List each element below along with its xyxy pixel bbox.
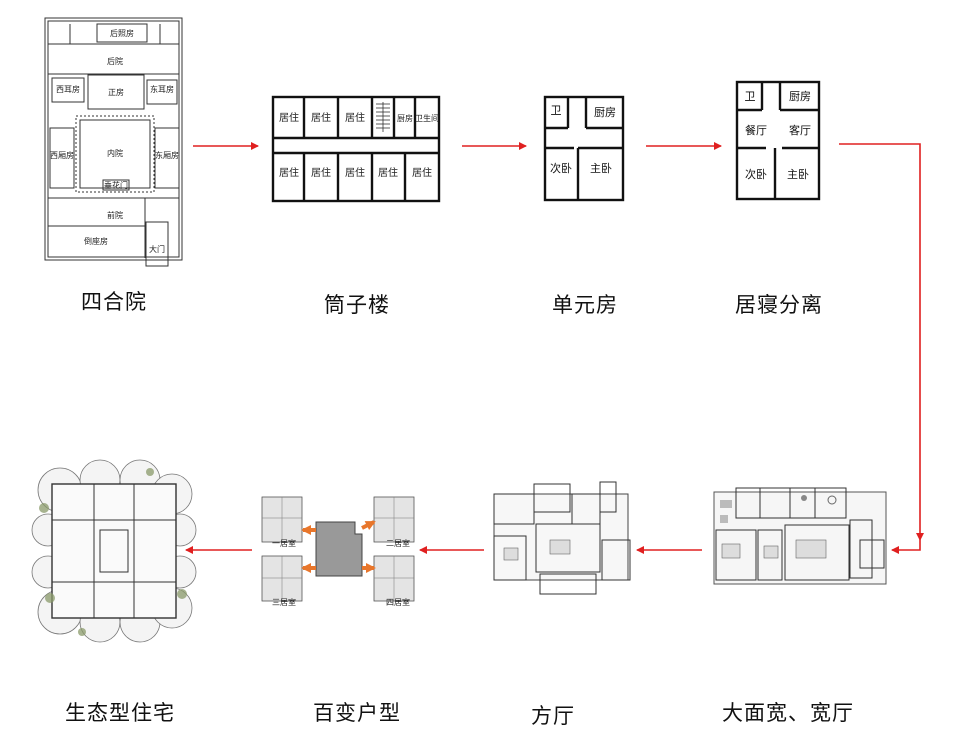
room-label: 居住 xyxy=(279,166,299,179)
stage-label-juqinfenli: 居寝分离 xyxy=(735,293,823,317)
flow-arrow xyxy=(891,540,921,554)
siheyuan-plan: 后照房 后院 西耳房 正房 东耳房 西厢房 内院 东厢房 垂花门 前院 倒座房 … xyxy=(44,17,183,267)
room-label: 西耳房 xyxy=(56,84,80,94)
room-label: 前院 xyxy=(107,210,123,220)
flow-arrow xyxy=(839,143,924,541)
stage-label-tongzilou: 筒子楼 xyxy=(324,293,390,317)
room-label: 垂花门 xyxy=(104,180,128,190)
tongzilou-plan: 居住 居住 居住 厨房 卫生间 居住 居住 居住 居住 居住 xyxy=(271,95,441,203)
room-label: 东厢房 xyxy=(155,150,179,160)
room-label: 居住 xyxy=(378,166,398,179)
juqinfenli-plan: 卫 厨房 餐厅 客厅 次卧 主卧 xyxy=(735,80,821,201)
stage-label-baibianhuxing: 百变户型 xyxy=(313,701,401,725)
room-label: 餐厅 xyxy=(745,123,767,137)
room-label: 居住 xyxy=(345,166,365,179)
fangting-plan xyxy=(493,481,631,595)
room-label: 居住 xyxy=(311,111,331,124)
room-label: 卫 xyxy=(551,104,562,117)
variant-label: 三居室 xyxy=(272,597,296,607)
baibianhuxing-plan: 一居室 二居室 三居室 四居室 xyxy=(261,496,415,607)
room-label: 厨房 xyxy=(397,113,413,123)
damiankuan-plan xyxy=(713,487,887,585)
room-label: 居住 xyxy=(412,166,432,179)
room-label: 次卧 xyxy=(550,161,572,175)
room-label: 居住 xyxy=(345,111,365,124)
room-label: 卫 xyxy=(745,90,756,103)
room-label: 主卧 xyxy=(787,168,809,181)
room-label: 居住 xyxy=(279,111,299,124)
room-label: 厨房 xyxy=(789,90,811,103)
room-label: 次卧 xyxy=(745,167,767,181)
room-label: 厨房 xyxy=(594,106,616,119)
stage-label-danyuanfang: 单元房 xyxy=(552,293,618,317)
room-label: 东耳房 xyxy=(150,84,174,94)
room-label: 大门 xyxy=(149,244,165,254)
room-label: 后院 xyxy=(107,56,123,66)
variant-label: 四居室 xyxy=(386,597,410,607)
variant-label: 一居室 xyxy=(272,538,296,548)
stage-label-damiankuan: 大面宽、宽厅 xyxy=(722,701,854,725)
variant-label: 二居室 xyxy=(386,538,410,548)
stage-label-shengtai: 生态型住宅 xyxy=(65,701,175,725)
shengtai-plan xyxy=(31,459,197,643)
room-label: 卫生间 xyxy=(415,113,439,123)
orange-arrow xyxy=(361,520,376,531)
room-label: 客厅 xyxy=(789,123,811,137)
room-label: 倒座房 xyxy=(84,236,108,246)
room-label: 内院 xyxy=(107,148,123,158)
stage-label-fangting: 方厅 xyxy=(531,704,575,728)
room-label: 后照房 xyxy=(110,28,134,38)
danyuanfang-plan: 卫 厨房 次卧 主卧 xyxy=(543,95,625,202)
room-label: 居住 xyxy=(311,166,331,179)
room-label: 主卧 xyxy=(590,162,612,175)
stage-label-siheyuan: 四合院 xyxy=(81,290,147,314)
room-label: 正房 xyxy=(108,87,124,97)
room-label: 西厢房 xyxy=(50,150,74,160)
